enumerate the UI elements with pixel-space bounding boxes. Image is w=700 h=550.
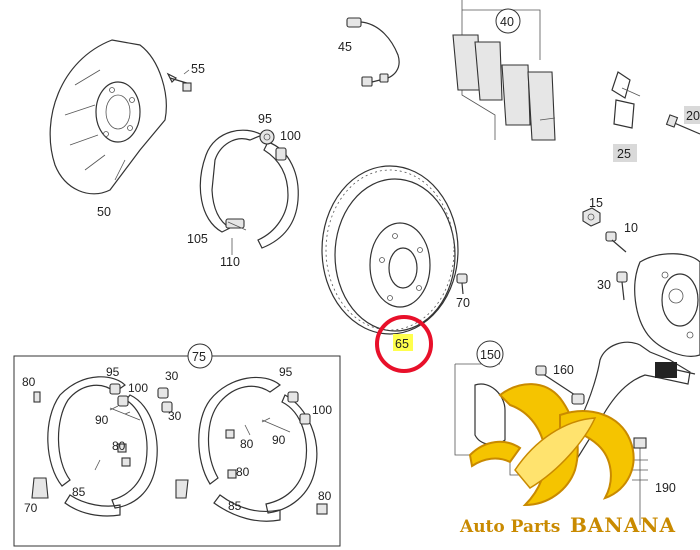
callout-110: 110 (220, 255, 240, 269)
kit-callout-80-d: 80 (236, 465, 250, 479)
callout-10: 10 (624, 221, 638, 235)
callout-100-top: 100 (280, 129, 301, 143)
kit-callout-100-b: 100 (312, 403, 332, 417)
callout-160: 160 (553, 363, 574, 377)
kit-callout-80-a: 80 (22, 375, 36, 389)
watermark-name: BANANA (570, 513, 676, 537)
callout-50: 50 (97, 205, 111, 219)
highlight-circle-marker (375, 315, 433, 373)
callout-25-box (613, 144, 637, 162)
control-arm (554, 341, 696, 471)
nut-15 (582, 207, 601, 227)
callout-45: 45 (338, 40, 352, 54)
callout-150: 150 (480, 348, 501, 362)
pads-kit-40 (452, 0, 556, 141)
kit-callout-95-b: 95 (279, 365, 293, 379)
callout-15: 15 (589, 196, 603, 210)
callout-95-top: 95 (258, 112, 272, 126)
parking-brake-shoes (199, 129, 299, 249)
kit-shoes-right (198, 376, 318, 522)
wheel-hub (634, 253, 700, 357)
callout-40: 40 (500, 15, 514, 29)
callout-75: 75 (192, 350, 206, 364)
shoe-kit-75-box (13, 355, 341, 547)
callout-65: 65 (395, 337, 409, 351)
wear-sensor-45 (346, 17, 400, 87)
callout-150-ring (476, 340, 504, 368)
part-190 (632, 437, 648, 525)
callout-55: 55 (191, 62, 205, 76)
adjuster-95 (259, 129, 275, 145)
kit-callout-90-b: 90 (272, 433, 286, 447)
kit-callout-80-b: 80 (112, 439, 126, 453)
callout-40-ring (495, 8, 521, 34)
kit-callout-80-e: 80 (318, 489, 332, 503)
bolt-20 (665, 114, 700, 135)
callout-190: 190 (655, 481, 676, 495)
callout-75-ring (187, 343, 213, 369)
callout-20: 20 (686, 109, 700, 123)
kit-callout-95-a: 95 (106, 365, 120, 379)
brake-disc-65 (321, 165, 459, 335)
bolt-10 (605, 231, 627, 253)
callout-105: 105 (187, 232, 208, 246)
callout-20-box (684, 106, 700, 124)
kit-callout-85-b: 85 (228, 499, 242, 513)
kit-callout-30-b: 30 (168, 409, 182, 423)
kit-callout-80-c: 80 (240, 437, 254, 451)
callout-70-top: 70 (456, 296, 470, 310)
kit-callout-70-a: 70 (24, 501, 38, 515)
kit-callout-90-a: 90 (95, 413, 109, 427)
bolt-30-right (616, 271, 628, 301)
bolt-70-top (456, 273, 468, 295)
watermark-prefix: Auto Parts (459, 517, 560, 537)
pin-100-top (275, 147, 287, 161)
guide-pin-160 (535, 365, 585, 405)
backing-plate (49, 39, 167, 195)
bolt-55 (166, 72, 192, 92)
callout-25: 25 (617, 147, 631, 161)
kit-hardware (31, 383, 328, 515)
banana-logo (468, 383, 635, 507)
kit-callout-100-a: 100 (128, 381, 148, 395)
kit-shoes-left (47, 376, 158, 517)
kit-callout-30-a: 30 (165, 369, 179, 383)
clips-25 (611, 71, 641, 129)
callout-30-right: 30 (597, 278, 611, 292)
callout-65-highlight (393, 334, 413, 351)
kit-callout-85-a: 85 (72, 485, 86, 499)
